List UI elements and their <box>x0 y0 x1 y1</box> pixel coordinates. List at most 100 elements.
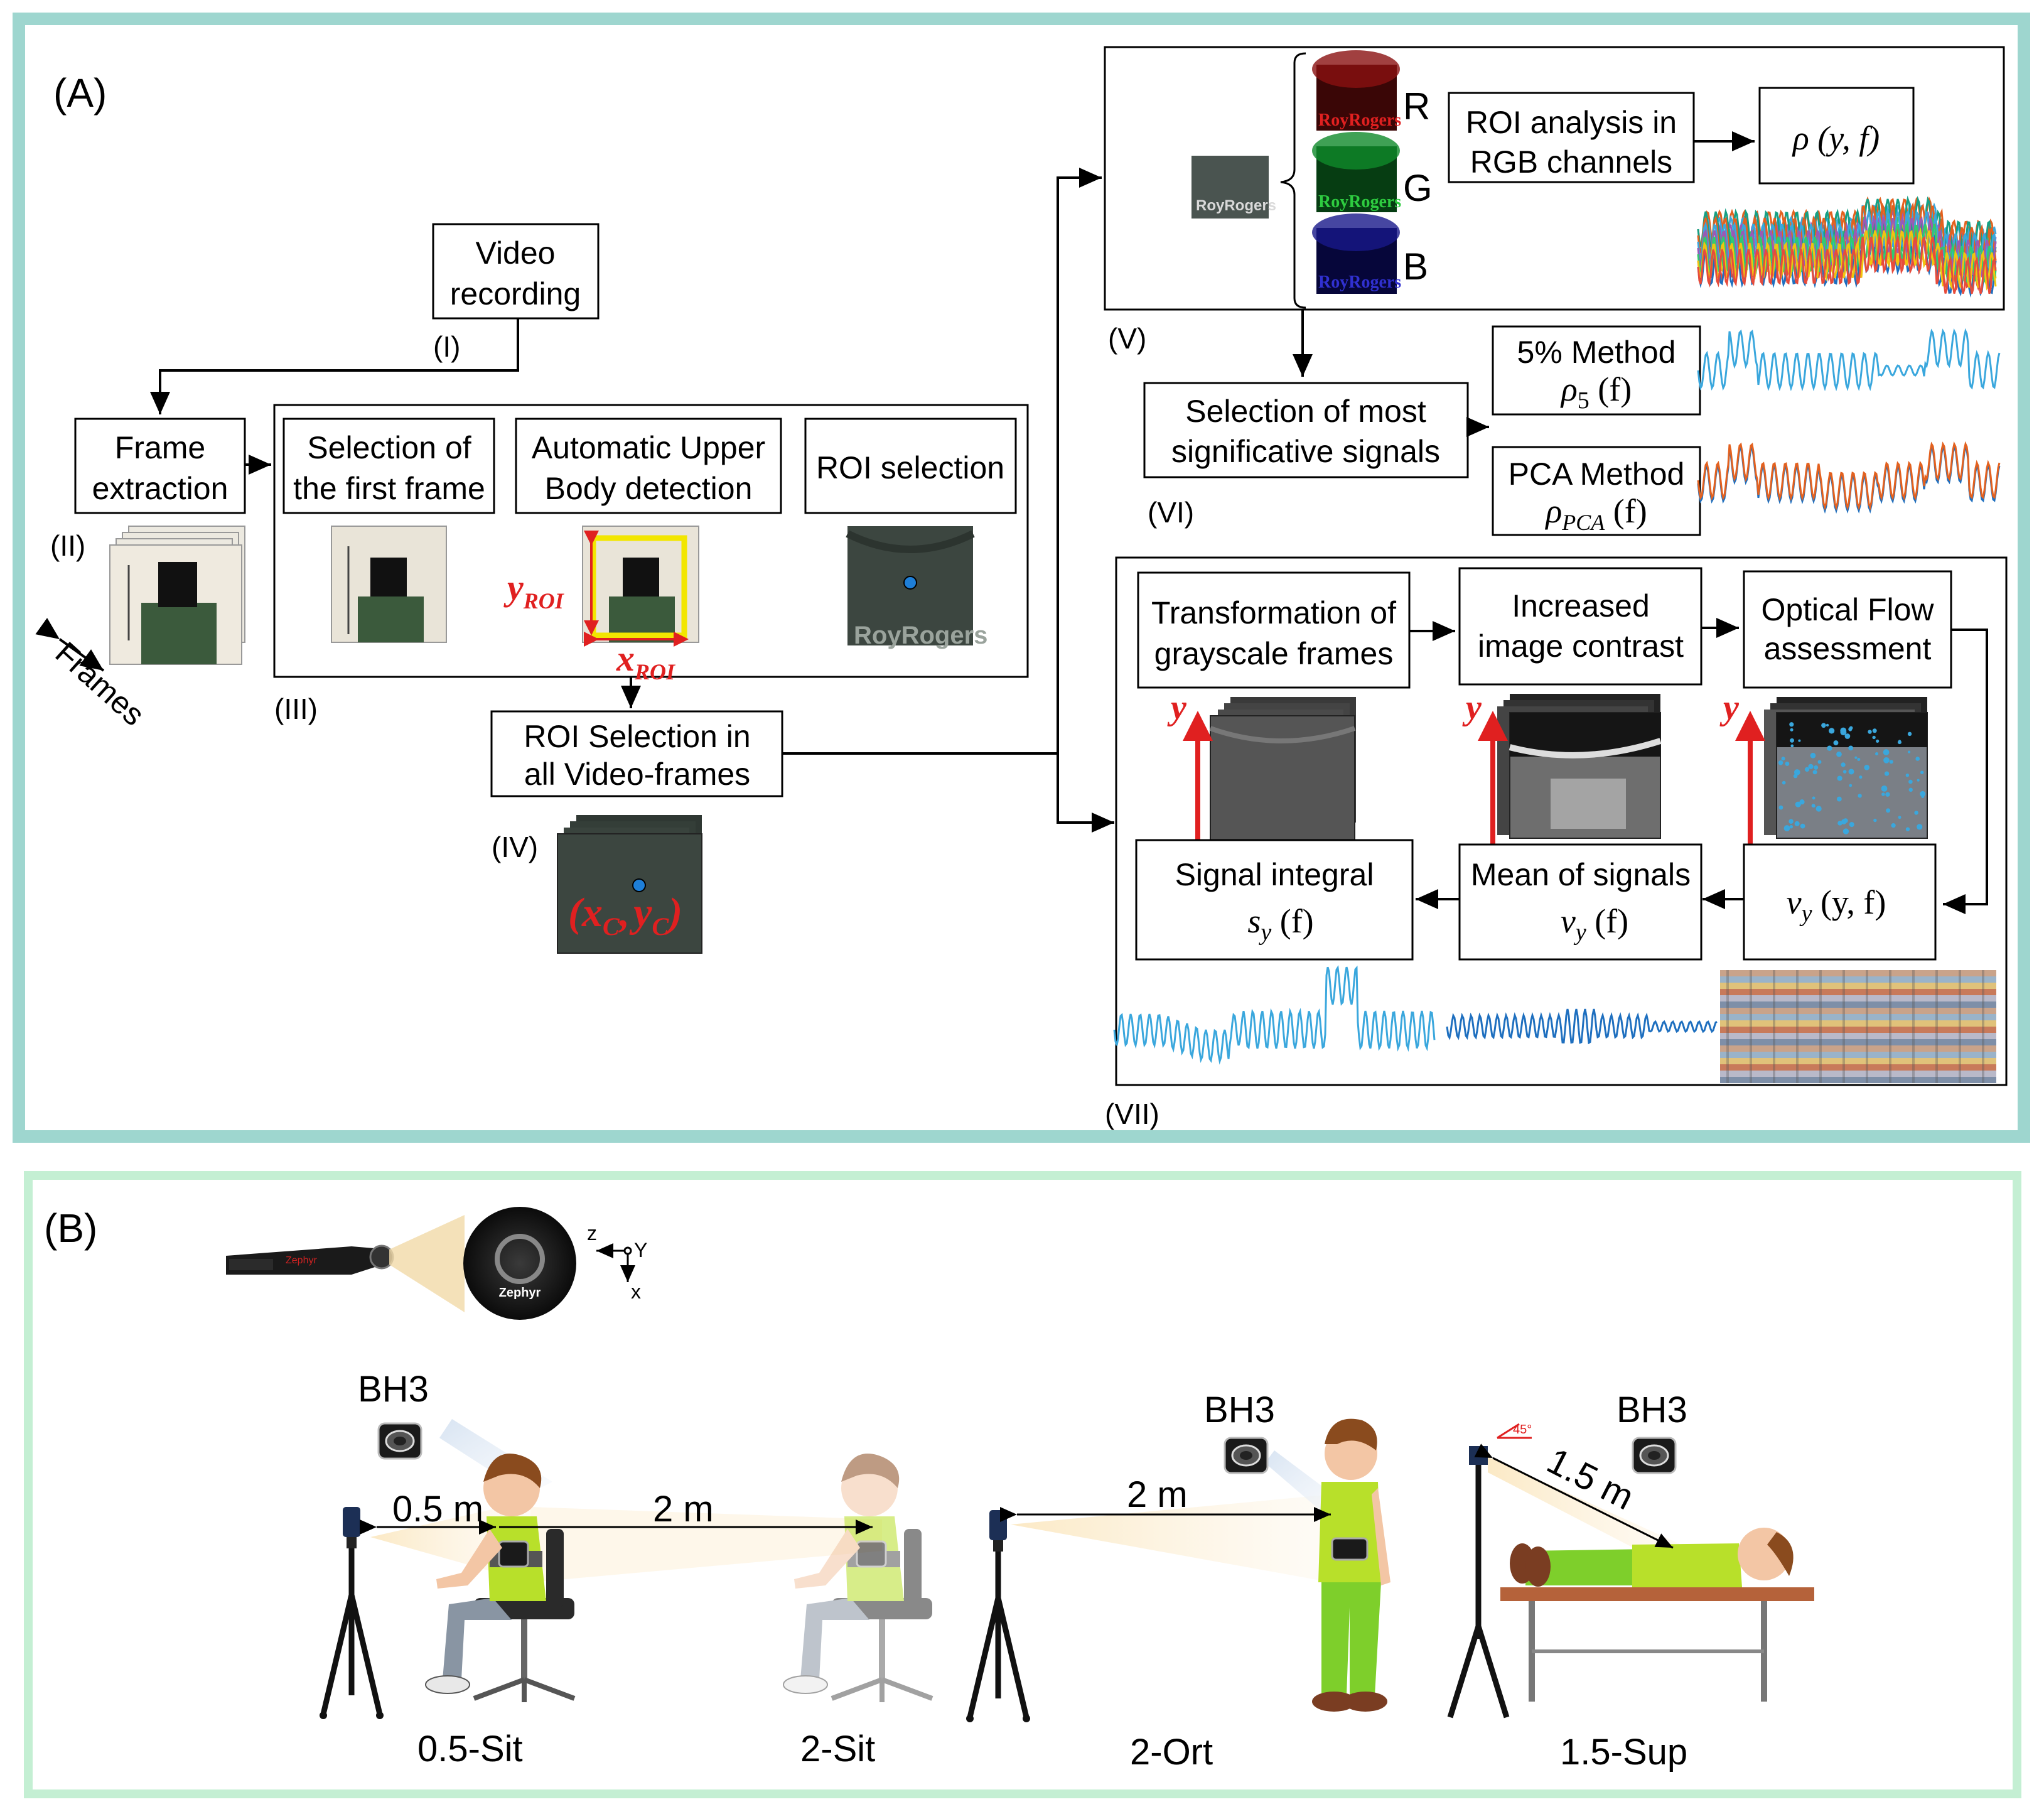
flow-vector <box>1826 723 1829 727</box>
label-v: (V) <box>1108 322 1146 355</box>
label-ii: (II) <box>50 529 85 562</box>
flow-vector <box>1881 785 1888 792</box>
x-roi-label: xROI <box>616 638 676 684</box>
rgb-signals-plot <box>1697 195 1997 298</box>
flow-vector <box>1842 770 1847 774</box>
flow-vector <box>1908 787 1913 792</box>
heatmap-row <box>1720 976 1996 983</box>
first-frame-line1: Selection of <box>307 430 471 465</box>
vy-formula: vy (y, f) <box>1787 883 1886 927</box>
mean-line <box>1446 1008 1718 1045</box>
heatmap-row <box>1720 970 1996 976</box>
g-channel-brand: RoyRogers <box>1318 192 1401 212</box>
vy-heatmap-plot <box>1720 970 1996 1083</box>
beam-2-sit <box>530 1507 882 1582</box>
optical-flow-line1: Optical Flow <box>1761 592 1934 627</box>
method-pca-title: PCA Method <box>1509 456 1685 492</box>
zephyr-strap: Zephyr <box>226 1215 465 1312</box>
axis-y: Y <box>634 1239 647 1261</box>
angle-label: 45° <box>1513 1423 1532 1437</box>
flow-vector <box>1875 752 1879 756</box>
integral-signal-plot <box>1113 965 1436 1065</box>
flow-vector <box>1829 728 1835 734</box>
branch-to-vii <box>1057 753 1114 833</box>
heatmap-column <box>1842 970 1845 1083</box>
signal-integral-title: Signal integral <box>1175 857 1374 892</box>
mean-signals-formula: vy (f) <box>1561 902 1628 946</box>
heatmap-column <box>1796 970 1799 1083</box>
flow-vector <box>1868 730 1872 734</box>
heatmap-row <box>1720 1020 1996 1027</box>
flow-vector <box>1836 796 1842 802</box>
label-vi: (VI) <box>1148 496 1194 529</box>
mean-signal-plot <box>1446 1008 1718 1045</box>
r-channel-brand: RoyRogers <box>1318 111 1401 130</box>
flow-vector <box>1881 792 1885 796</box>
heatmap-column <box>1866 970 1868 1083</box>
selection-signals-line2: significative signals <box>1171 434 1440 469</box>
label-vii: (VII) <box>1105 1098 1159 1130</box>
flow-y-label: y <box>1719 688 1740 727</box>
vy-box <box>1743 843 1937 961</box>
flow-vector <box>1848 769 1854 775</box>
heatmap-column <box>1889 970 1891 1083</box>
grayscale-stack <box>1209 697 1356 842</box>
cond-0-5-sit: 0.5-Sit <box>417 1729 523 1769</box>
rgb-signal-line <box>1697 236 1997 294</box>
flow-vector <box>1783 825 1790 831</box>
cond-2-sit: 2-Sit <box>800 1729 875 1769</box>
rho-label: ρ (y, f) <box>1792 119 1880 157</box>
heatmap-row <box>1720 1071 1996 1077</box>
thumbnail-brand: RoyRogers <box>1196 197 1276 214</box>
flow-vector <box>1833 740 1839 746</box>
heatmap-row <box>1720 1058 1996 1064</box>
flow-vector <box>1781 757 1785 761</box>
flow-vector <box>1778 805 1783 810</box>
flow-vector <box>1848 745 1854 751</box>
method-5-line <box>1697 328 2001 392</box>
flow-vector <box>1844 733 1851 739</box>
heatmap-column <box>1773 970 1775 1083</box>
g-channel-image: RoyRogers <box>1312 132 1401 212</box>
flow-vector <box>1841 819 1847 825</box>
grayscale-line2: grayscale frames <box>1154 636 1394 671</box>
flow-vector <box>1897 740 1901 745</box>
heatmap-row <box>1720 1039 1996 1045</box>
flow-vector <box>1837 821 1842 826</box>
zephyr-label: Zephyr <box>499 1286 541 1300</box>
rho-box <box>1758 87 1915 185</box>
flow-vector <box>1812 796 1815 800</box>
method-5-signal <box>1697 328 2001 392</box>
flow-vector <box>1836 751 1842 757</box>
flow-vector <box>1782 780 1786 785</box>
roi-rgb-box <box>1448 92 1695 183</box>
supine-figure <box>1510 1528 1794 1587</box>
roi-rgb-line2: RGB channels <box>1470 144 1672 180</box>
mean-signals-box <box>1458 843 1702 961</box>
label-i: (I) <box>433 330 460 363</box>
bh3-icon-3 <box>1632 1437 1677 1474</box>
flow-vector <box>1858 794 1862 798</box>
flow-vector <box>1883 757 1890 764</box>
flow-vector <box>1837 775 1842 781</box>
flow-vector <box>1815 806 1822 812</box>
sitter-2-sit <box>783 1454 932 1702</box>
flow-vector <box>1920 791 1926 797</box>
video-recording-box <box>432 223 600 320</box>
flow-vector <box>1814 765 1819 770</box>
panel-b-label: (B) <box>44 1206 97 1251</box>
flow-vector <box>1886 808 1891 813</box>
method-pca-box <box>1492 446 1701 536</box>
heatmap-row <box>1720 1077 1996 1083</box>
heatmap-column <box>1935 970 1938 1083</box>
flow-vector <box>1778 760 1783 765</box>
contrast-line1: Increased <box>1512 588 1650 623</box>
bh3-label-2: BH3 <box>1204 1390 1275 1430</box>
optical-flow-container <box>1115 556 2008 1086</box>
roi-selection-image: RoyRogers <box>846 526 987 649</box>
flow-vector <box>1872 728 1877 733</box>
roi-thumbnail: RoyRogers <box>1191 156 1276 219</box>
b-channel-brand: RoyRogers <box>1318 273 1401 292</box>
mean-signals-title: Mean of signals <box>1471 857 1691 892</box>
roi-all-frames-stack <box>557 815 702 954</box>
